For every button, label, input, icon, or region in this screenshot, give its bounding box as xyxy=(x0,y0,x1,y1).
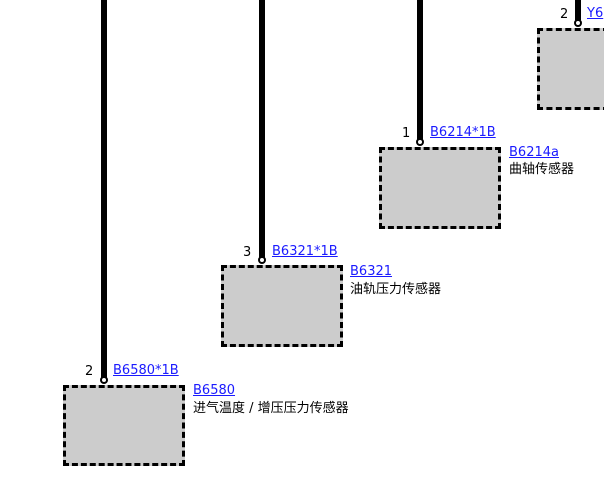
pin-marker-b6214 xyxy=(416,138,424,146)
pin-number-b6214: 1 xyxy=(402,126,411,141)
wire-b6321 xyxy=(259,0,265,258)
pin-number-b6580: 2 xyxy=(85,364,94,379)
wire-b6214 xyxy=(417,0,423,140)
connector-link-b6214[interactable]: B6214*1B xyxy=(430,125,496,140)
component-b6321[interactable] xyxy=(221,265,343,347)
component-desc-b6321: 油轨压力传感器 xyxy=(350,282,442,297)
wire-b6580 xyxy=(101,0,107,378)
component-b6580[interactable] xyxy=(63,385,185,466)
component-link-b6214a[interactable]: B6214a xyxy=(509,145,559,160)
component-desc-b6580: 进气温度 / 增压压力传感器 xyxy=(193,401,349,416)
connector-link-b6580[interactable]: B6580*1B xyxy=(113,363,179,378)
component-link-b6580[interactable]: B6580 xyxy=(193,383,236,398)
wire-y6 xyxy=(575,0,581,20)
component-link-b6321[interactable]: B6321 xyxy=(350,264,393,279)
pin-number-b6321: 3 xyxy=(243,245,252,260)
connector-link-y6[interactable]: Y6 xyxy=(587,6,604,21)
component-desc-b6214a: 曲轴传感器 xyxy=(509,162,575,177)
component-y6[interactable] xyxy=(537,28,604,110)
pin-marker-b6580 xyxy=(100,376,108,384)
connector-link-b6321[interactable]: B6321*1B xyxy=(272,244,338,259)
pin-marker-b6321 xyxy=(258,256,266,264)
component-b6214a[interactable] xyxy=(379,147,501,229)
pin-number-y6: 2 xyxy=(560,7,569,22)
pin-marker-y6 xyxy=(574,19,582,27)
